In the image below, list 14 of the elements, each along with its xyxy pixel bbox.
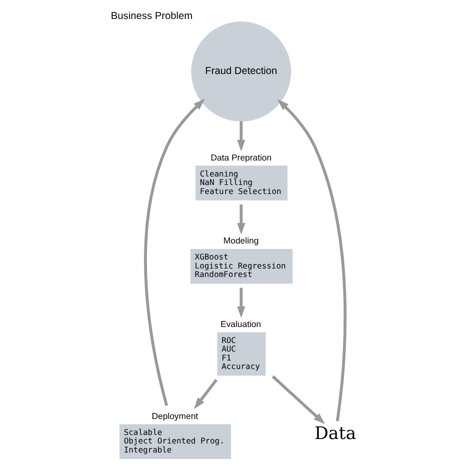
arrow: [194, 378, 218, 410]
node-label: Deployment: [152, 410, 198, 421]
node-label: Evaluation: [220, 318, 262, 329]
arrow: [237, 288, 246, 318]
node-label: Business Problem: [110, 11, 193, 22]
arrow: [237, 121, 246, 152]
node-label: Modeling: [223, 236, 259, 246]
arrow: [144, 98, 205, 406]
node-label: Data Prepration: [210, 152, 272, 162]
arrow: [277, 99, 346, 422]
arrow: [237, 204, 246, 235]
node-circle: Fraud Detection: [191, 22, 292, 122]
arrow: [272, 375, 325, 424]
node-text: Data: [314, 424, 356, 444]
